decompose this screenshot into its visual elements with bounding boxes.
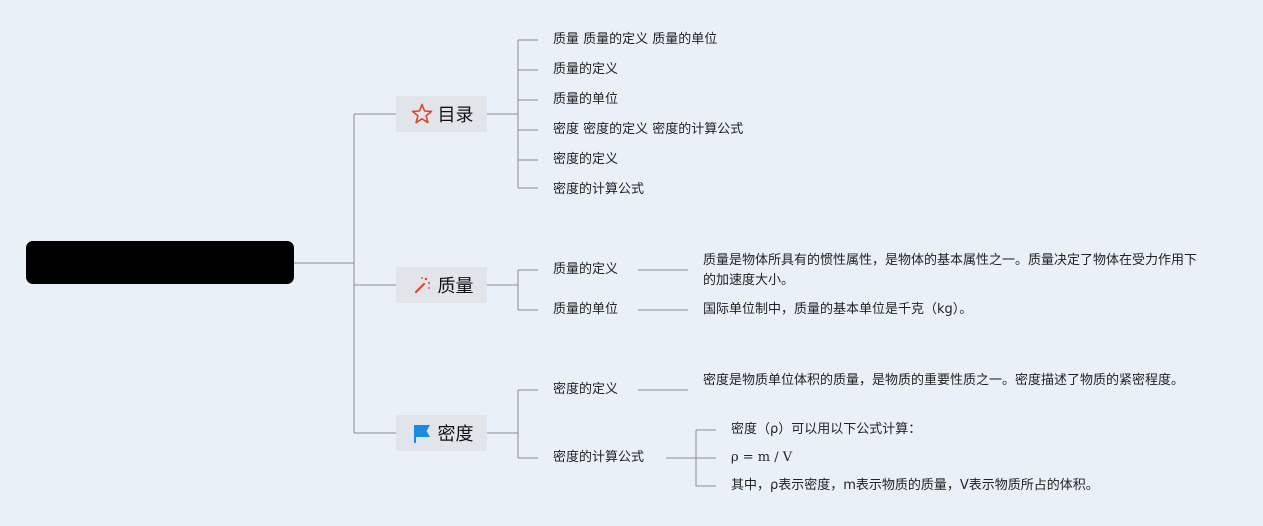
branch-density[interactable]: 密度 (396, 415, 487, 451)
flag-icon (410, 421, 434, 445)
density-formula-intro[interactable]: 密度（ρ）可以用以下公式计算： (731, 422, 922, 437)
branch-mass-label: 质量 (437, 276, 474, 297)
catalog-item[interactable]: 密度 密度的定义 密度的计算公式 (553, 122, 744, 137)
density-definition-detail[interactable]: 密度是物质单位体积的质量，是物质的重要性质之一。密度描述了物质的紧密程度。 (703, 373, 1185, 388)
mass-unit-detail[interactable]: 国际单位制中，质量的基本单位是千克（kg）。 (703, 302, 973, 317)
magic-wand-icon (410, 273, 434, 297)
catalog-item[interactable]: 质量 质量的定义 质量的单位 (553, 32, 718, 47)
catalog-item[interactable]: 密度的定义 (553, 152, 619, 167)
mass-definition[interactable]: 质量的定义 (553, 262, 619, 277)
catalog-item[interactable]: 质量的定义 (553, 62, 619, 77)
density-formula-explanation[interactable]: 其中，ρ表示密度，m表示物质的质量，V表示物质所占的体积。 (731, 478, 1099, 493)
density-definition[interactable]: 密度的定义 (553, 382, 619, 397)
catalog-item[interactable]: 密度的计算公式 (553, 182, 645, 197)
density-formula-equation[interactable]: ρ = m / V (731, 450, 793, 465)
central-topic[interactable] (26, 241, 294, 284)
branch-mass[interactable]: 质量 (396, 267, 487, 303)
density-formula[interactable]: 密度的计算公式 (553, 450, 645, 465)
branch-density-label: 密度 (437, 424, 474, 445)
mass-definition-detail[interactable]: 质量是物体所具有的惯性属性，是物体的基本属性之一。质量决定了物体在受力作用下的加… (703, 253, 1198, 288)
branch-catalog[interactable]: 目录 (396, 96, 487, 132)
mass-unit[interactable]: 质量的单位 (553, 302, 619, 317)
catalog-item[interactable]: 质量的单位 (553, 92, 619, 107)
branch-catalog-label: 目录 (437, 105, 474, 126)
star-outline-icon (410, 102, 434, 126)
